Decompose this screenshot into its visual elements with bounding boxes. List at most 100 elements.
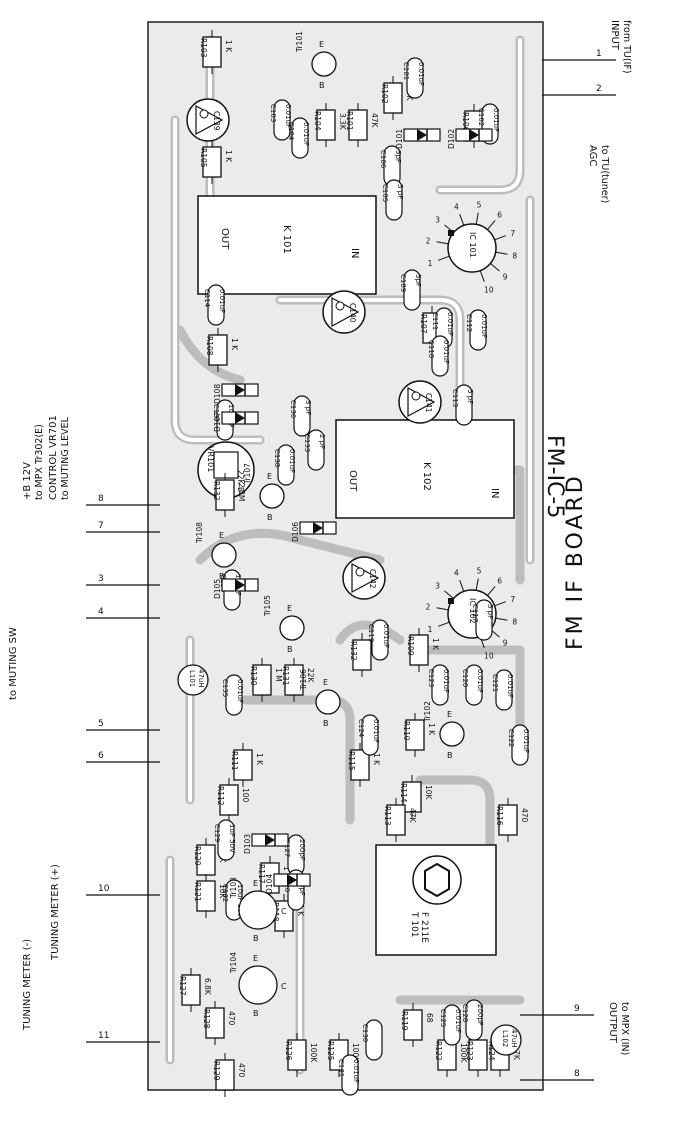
capacitor-ref-label: C132 bbox=[221, 884, 229, 902]
pin-letter-e: E bbox=[267, 472, 272, 481]
resistor-value-label: 100K bbox=[459, 1043, 468, 1063]
resistor-ref-label: R131 bbox=[281, 666, 290, 686]
ic-pin-lead bbox=[495, 617, 508, 621]
resistor-value-label: 1 K bbox=[224, 40, 233, 53]
resistor-value-label: 100K bbox=[309, 1043, 318, 1063]
pin-letter-e: E bbox=[447, 710, 452, 719]
transistor-ref-label: Tr107 bbox=[243, 463, 252, 485]
connector-pin-6: 6 bbox=[86, 751, 160, 763]
resistor-ref-label: R123 bbox=[465, 1041, 474, 1061]
pin-letter-e: E bbox=[287, 604, 292, 613]
ic-pin-number: 8 bbox=[512, 618, 517, 627]
diode-d105: D105 bbox=[213, 578, 259, 599]
pin-letter-e: E bbox=[323, 678, 328, 687]
pin-letter-e: E bbox=[319, 40, 324, 49]
resistor-value-label: 47K bbox=[370, 113, 379, 129]
resistor-ref-label: R113 bbox=[383, 806, 392, 826]
capacitor-ref-label: C109 bbox=[399, 274, 407, 292]
resistor-ref-label: R119 bbox=[400, 1011, 409, 1031]
transformer-t101: T 101 F 211E bbox=[375, 844, 497, 956]
t101-ref-label: T 101 bbox=[409, 911, 419, 938]
connector-sublabel: to MPX (IN) bbox=[619, 1002, 630, 1055]
pin-letter-e: E bbox=[253, 954, 258, 963]
resistor-value-label: 3.3K bbox=[338, 113, 347, 131]
resistor-ref-label: R103 bbox=[199, 38, 208, 58]
resistor-ref-label: R105 bbox=[199, 148, 208, 168]
resistor-ref-label: R129 bbox=[212, 1061, 221, 1081]
connector-pin-number: 2 bbox=[596, 84, 602, 94]
ic-pin-lead bbox=[475, 212, 479, 225]
capacitor-value-label: 1uF 50V bbox=[228, 824, 236, 853]
resistor-value-label: 47K bbox=[408, 808, 417, 824]
resistor-ref-label: R130 bbox=[249, 666, 258, 686]
capacitor-ref-label: C117 bbox=[471, 604, 479, 622]
pin-letter-c: C bbox=[281, 982, 287, 991]
connector-label: CONTROL VR701 bbox=[48, 415, 59, 500]
ic-pin-number: 9 bbox=[503, 638, 508, 647]
trimmer-c142: C142 bbox=[342, 556, 386, 600]
pin-letter-b: B bbox=[447, 751, 453, 760]
resistor-value-label: 1 K bbox=[230, 338, 239, 351]
connector-sublabel: from TU(IF) bbox=[621, 20, 632, 74]
ic-pin-number: 8 bbox=[512, 252, 517, 261]
transistor-ref-label: Tr106 bbox=[299, 669, 308, 691]
capacitor-value-label: 0.01uF bbox=[446, 312, 454, 336]
k101-out-label: OUT bbox=[219, 228, 230, 250]
t101-model-label: F 211E bbox=[419, 912, 429, 943]
ic-pin-number: 2 bbox=[426, 236, 431, 245]
ic-pin-number: 6 bbox=[497, 576, 502, 585]
capacitor-value-label: 0.01uF bbox=[476, 669, 484, 693]
transistor-ref-label: Tr105 bbox=[263, 595, 272, 617]
pin-letter-b: B bbox=[253, 1009, 259, 1018]
pin-letter-b: B bbox=[267, 513, 273, 522]
capacitor-ref-label: C104 bbox=[287, 122, 295, 141]
connector-label: AGC bbox=[587, 145, 598, 166]
transistor-tr104: Tr104 E B C bbox=[229, 952, 287, 1018]
ic-pin-lead bbox=[444, 224, 454, 233]
ic-pin-lead bbox=[490, 263, 500, 272]
capacitor-value-label: 5pF bbox=[414, 274, 422, 287]
board-title-svg: FM IF BOARD bbox=[563, 473, 588, 650]
pin-letter-c: C bbox=[281, 907, 287, 916]
trimmer-c139: C139 bbox=[186, 98, 230, 142]
resistor-value-label: 470 bbox=[520, 808, 529, 823]
capacitor-value-label: 3 pF bbox=[304, 400, 312, 415]
ic-pin-number: 7 bbox=[510, 229, 515, 238]
transistor-ref-label: Tr104 bbox=[229, 952, 238, 974]
ic-pin-number: 4 bbox=[454, 569, 459, 578]
connector-label: to MUTING SW bbox=[8, 627, 19, 700]
capacitor-ref-label: C102 bbox=[477, 108, 485, 126]
capacitor-ref-label: C114 bbox=[203, 289, 211, 308]
inductor-ref-label: L101 bbox=[188, 670, 196, 687]
ic-pin-number: 1 bbox=[428, 259, 433, 268]
capacitor-value-label: 0.01uF bbox=[382, 624, 390, 648]
ic-pin-number: 1 bbox=[428, 625, 433, 634]
capacitor-ref-label: C111 bbox=[431, 312, 439, 330]
